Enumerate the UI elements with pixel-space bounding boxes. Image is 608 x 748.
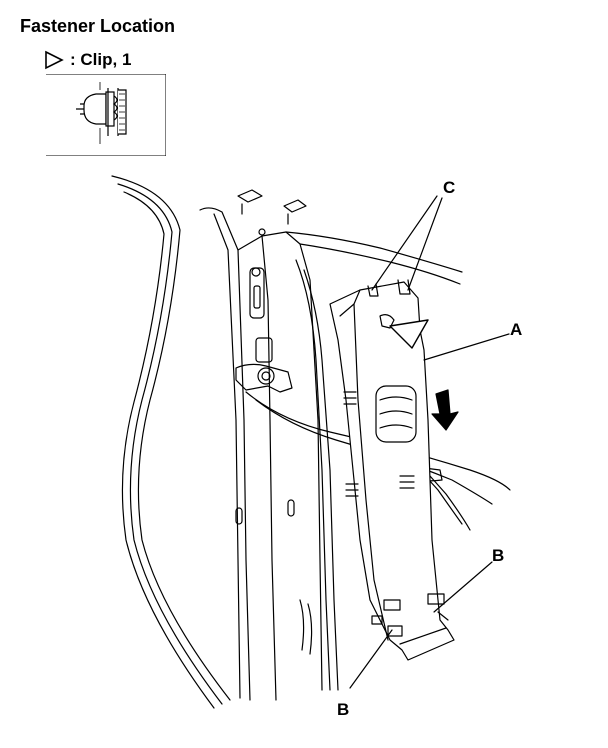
leader-b-lower — [349, 629, 393, 689]
leader-b-upper — [433, 561, 493, 613]
clip-detail-icon — [76, 82, 127, 144]
leader-c-left — [371, 195, 438, 291]
leader-c-right — [407, 197, 443, 291]
callout-a: A — [510, 320, 523, 339]
page-title: Fastener Location — [20, 16, 176, 36]
roof-rail-tabs — [237, 189, 307, 225]
callout-c: C — [443, 178, 456, 197]
leader-a — [423, 333, 510, 361]
callout-b-upper: B — [492, 546, 505, 565]
clip-detail-inset — [46, 74, 166, 156]
legend-clip: : Clip, 1 — [44, 50, 131, 70]
triangle-outline-icon — [44, 50, 64, 70]
callout-b-lower: B — [337, 700, 350, 719]
body-pillar — [199, 207, 463, 701]
legend-label: : Clip, 1 — [70, 50, 132, 69]
down-arrow-icon — [431, 389, 459, 431]
door-opening-outline — [111, 175, 231, 709]
pillar-trim — [329, 279, 455, 661]
